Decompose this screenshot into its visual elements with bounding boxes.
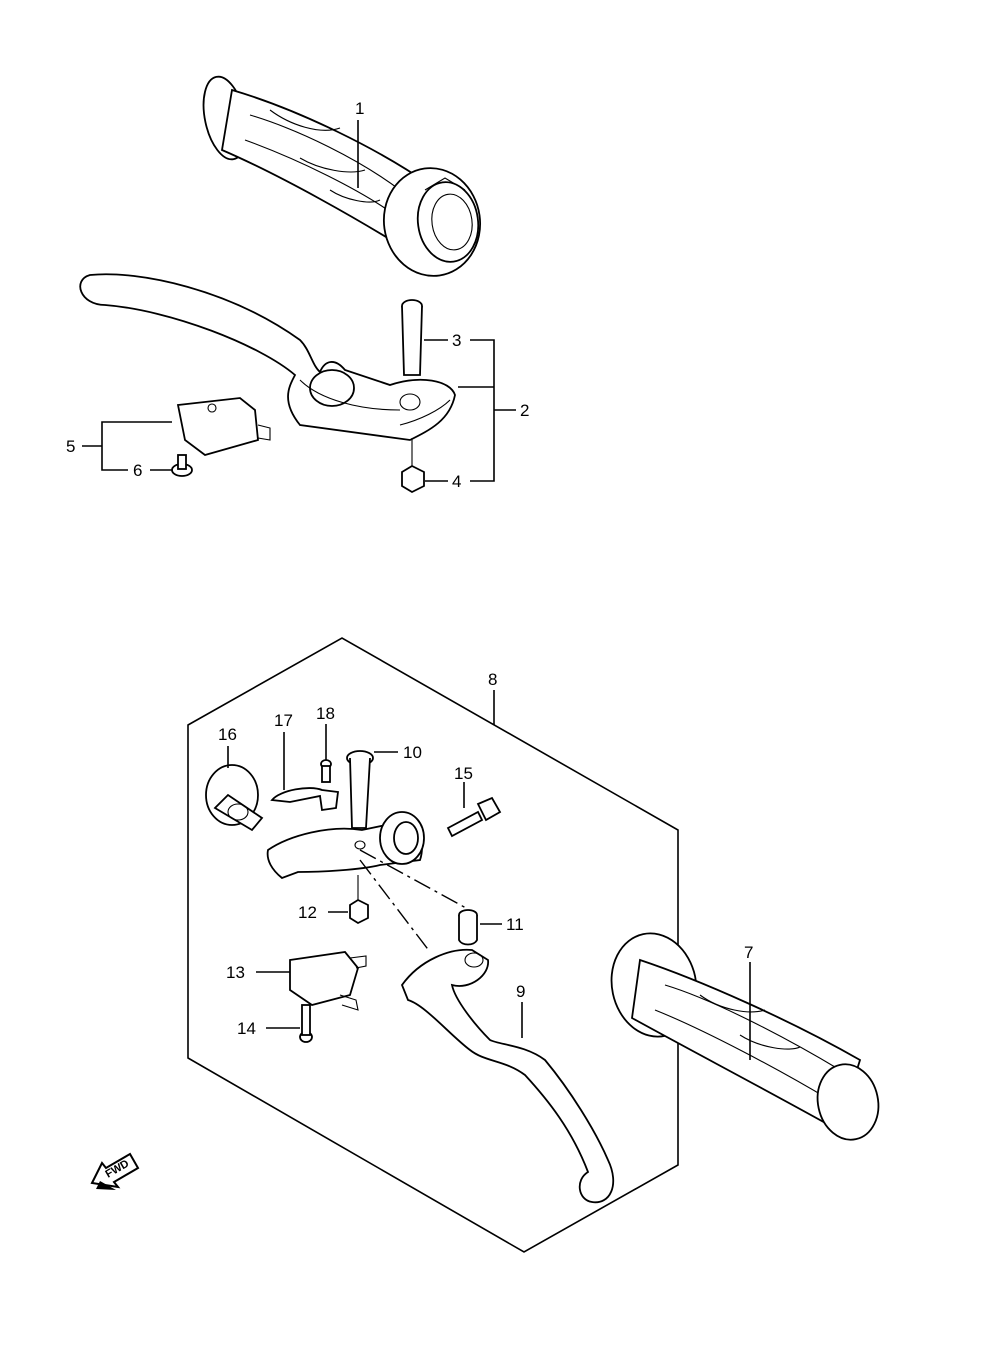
bracket-5	[82, 421, 172, 471]
assembly-line-a	[359, 849, 467, 909]
callout-8: 8	[488, 670, 497, 689]
callout-1: 1	[355, 99, 364, 118]
callout-15: 15	[454, 764, 473, 783]
holder-nut-part	[349, 875, 369, 925]
adjuster-knob-part	[205, 764, 264, 832]
kit-outline-8	[187, 637, 679, 1253]
callout-14: 14	[237, 1019, 256, 1038]
switch-bracket-part	[270, 787, 340, 812]
callout-12: 12	[298, 903, 317, 922]
switch-screw-part	[171, 454, 193, 477]
callout-5: 5	[66, 437, 75, 456]
callout-18: 18	[316, 704, 335, 723]
callout-6: 6	[133, 461, 142, 480]
clutch-switch-part	[289, 951, 367, 1011]
callout-9: 9	[516, 982, 525, 1001]
right-grip-part	[202, 75, 482, 277]
bracket-2	[458, 339, 516, 482]
callout-4: 4	[452, 472, 461, 491]
pivot-bushing-part	[458, 909, 478, 946]
callout-13: 13	[226, 963, 245, 982]
assembly-line-b	[359, 859, 431, 953]
brake-lever-part	[79, 273, 456, 441]
callout-3: 3	[452, 331, 461, 350]
callout-17: 17	[274, 711, 293, 730]
pivot-bolt-part	[401, 299, 423, 376]
clutch-lever-part	[400, 948, 615, 1204]
holder-bolt-part	[446, 796, 502, 838]
pivot-nut-part	[401, 438, 425, 494]
brake-switch-part	[176, 397, 271, 456]
switch-screw-lower-part	[299, 1004, 313, 1043]
forward-arrow-icon: FWD	[90, 1152, 140, 1190]
callout-10: 10	[403, 743, 422, 762]
callout-7: 7	[744, 943, 753, 962]
clutch-pivot-bolt-part	[346, 750, 374, 829]
callout-16: 16	[218, 725, 237, 744]
clutch-holder-part	[266, 811, 425, 880]
bracket-screw-part	[320, 759, 332, 783]
left-grip-part	[610, 932, 880, 1141]
callout-11: 11	[506, 915, 524, 934]
callout-2: 2	[520, 401, 529, 420]
